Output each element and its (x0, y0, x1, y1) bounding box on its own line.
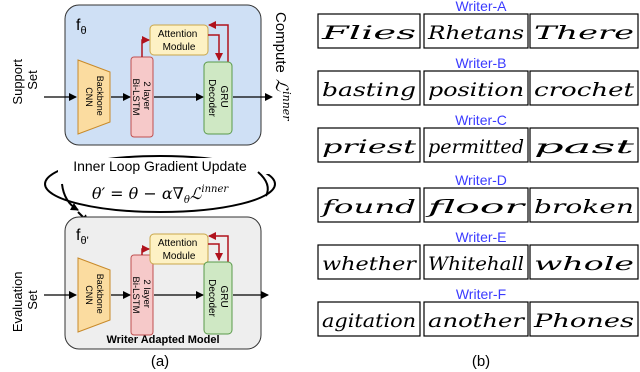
gru-decoder-label: GRU Decoder (206, 79, 229, 117)
handwritten-word: priest (322, 136, 417, 158)
handwritten-word: broken (534, 196, 634, 218)
writer-title: Writer-E (455, 229, 506, 245)
inner-loop-arrow-right (257, 171, 269, 197)
handwriting-sample-box (317, 301, 421, 337)
handwriting-sample-box (317, 13, 421, 49)
backbone-cnn-label-adapted: Backbone CNN (84, 274, 105, 317)
panel-b-caption: (b) (472, 353, 490, 370)
panel-a-caption: (a) (151, 353, 169, 370)
inner-loop-arrow-down (61, 183, 79, 211)
handwritten-word: Flies (320, 22, 417, 44)
attention-to-gru-arrow (208, 34, 223, 61)
writer-title: Writer-C (455, 112, 507, 128)
bilstm-label-adapted: 2 layer Bi-LSTM (130, 277, 152, 314)
attention-module-label-adapted: Attention Module (158, 238, 200, 262)
update-equation: θ′ = θ − α∇θℒinner (92, 184, 230, 206)
handwriting-sample-box (529, 70, 639, 106)
handwriting-sample-box (529, 187, 639, 223)
handwritten-word: Phones (533, 310, 635, 332)
handwritten-word: agitation (322, 310, 416, 332)
handwritten-word: whether (322, 253, 418, 275)
handwriting-sample-box (423, 13, 529, 49)
inner-loop-label: Inner Loop Gradient Update (73, 158, 247, 174)
handwritten-word: past (534, 136, 635, 158)
handwritten-word: floor (424, 196, 528, 218)
backbone-cnn-label: Backbone CNN (84, 76, 105, 119)
handwritten-word: whole (534, 253, 634, 275)
gru-decoder-label-adapted: GRU Decoder (206, 279, 229, 317)
gru-decoder-block-adapted (203, 261, 233, 335)
writer-title: Writer-F (456, 286, 506, 302)
handwritten-word: another (428, 310, 526, 332)
handwriting-sample-box (529, 127, 639, 163)
gru-decoder-block (203, 61, 233, 135)
gru-to-attention-arrow (208, 21, 229, 62)
handwritten-word: permitted (428, 136, 524, 158)
handwriting-sample-box (317, 244, 421, 280)
handwriting-sample-box (423, 301, 529, 337)
panel-a: fθ Support Set Backbone CNN 2 layer Bi-L… (10, 4, 293, 370)
f-theta-label: fθ (76, 17, 87, 37)
writer-title: Writer-D (455, 172, 507, 188)
handwriting-sample-box (423, 70, 529, 106)
handwriting-sample-box (317, 70, 421, 106)
backbone-cnn-block-adapted (77, 257, 111, 333)
handwriting-sample-box (423, 244, 529, 280)
writer-title: Writer-A (455, 0, 507, 14)
lstm-to-attention-arrow (141, 36, 150, 57)
handwritten-word: basting (322, 79, 416, 101)
handwritten-word: Whitehall (428, 253, 524, 275)
compute-loss-label: Computeℒinner (271, 12, 293, 121)
support-set-label: Support Set (10, 55, 40, 104)
backbone-cnn-block (77, 59, 111, 135)
handwritten-word: There (534, 22, 634, 44)
evaluation-set-label: Evaluation Set (10, 268, 40, 332)
handwriting-sample-box (529, 244, 639, 280)
handwriting-sample-box (317, 187, 421, 223)
f-theta-prime-label: fθ' (76, 227, 89, 247)
handwriting-sample-box (529, 13, 639, 49)
writer-title: Writer-B (455, 55, 506, 71)
bilstm-label: 2 layer Bi-LSTM (130, 79, 152, 116)
handwriting-sample-box (423, 187, 529, 223)
handwriting-sample-box (529, 301, 639, 337)
handwriting-sample-box (317, 127, 421, 163)
attention-module-block-adapted (149, 233, 209, 265)
writer-adapted-model-label: Writer Adapted Model (106, 334, 219, 346)
inner-loop-ellipse (44, 155, 276, 213)
attention-module-block (149, 24, 209, 56)
handwritten-word: position (428, 79, 524, 101)
attention-module-label: Attention Module (158, 29, 200, 53)
handwriting-sample-box (423, 127, 529, 163)
handwritten-word: Rhetans (427, 22, 525, 44)
handwritten-word: found (319, 196, 416, 218)
handwritten-word: crochet (534, 79, 634, 101)
